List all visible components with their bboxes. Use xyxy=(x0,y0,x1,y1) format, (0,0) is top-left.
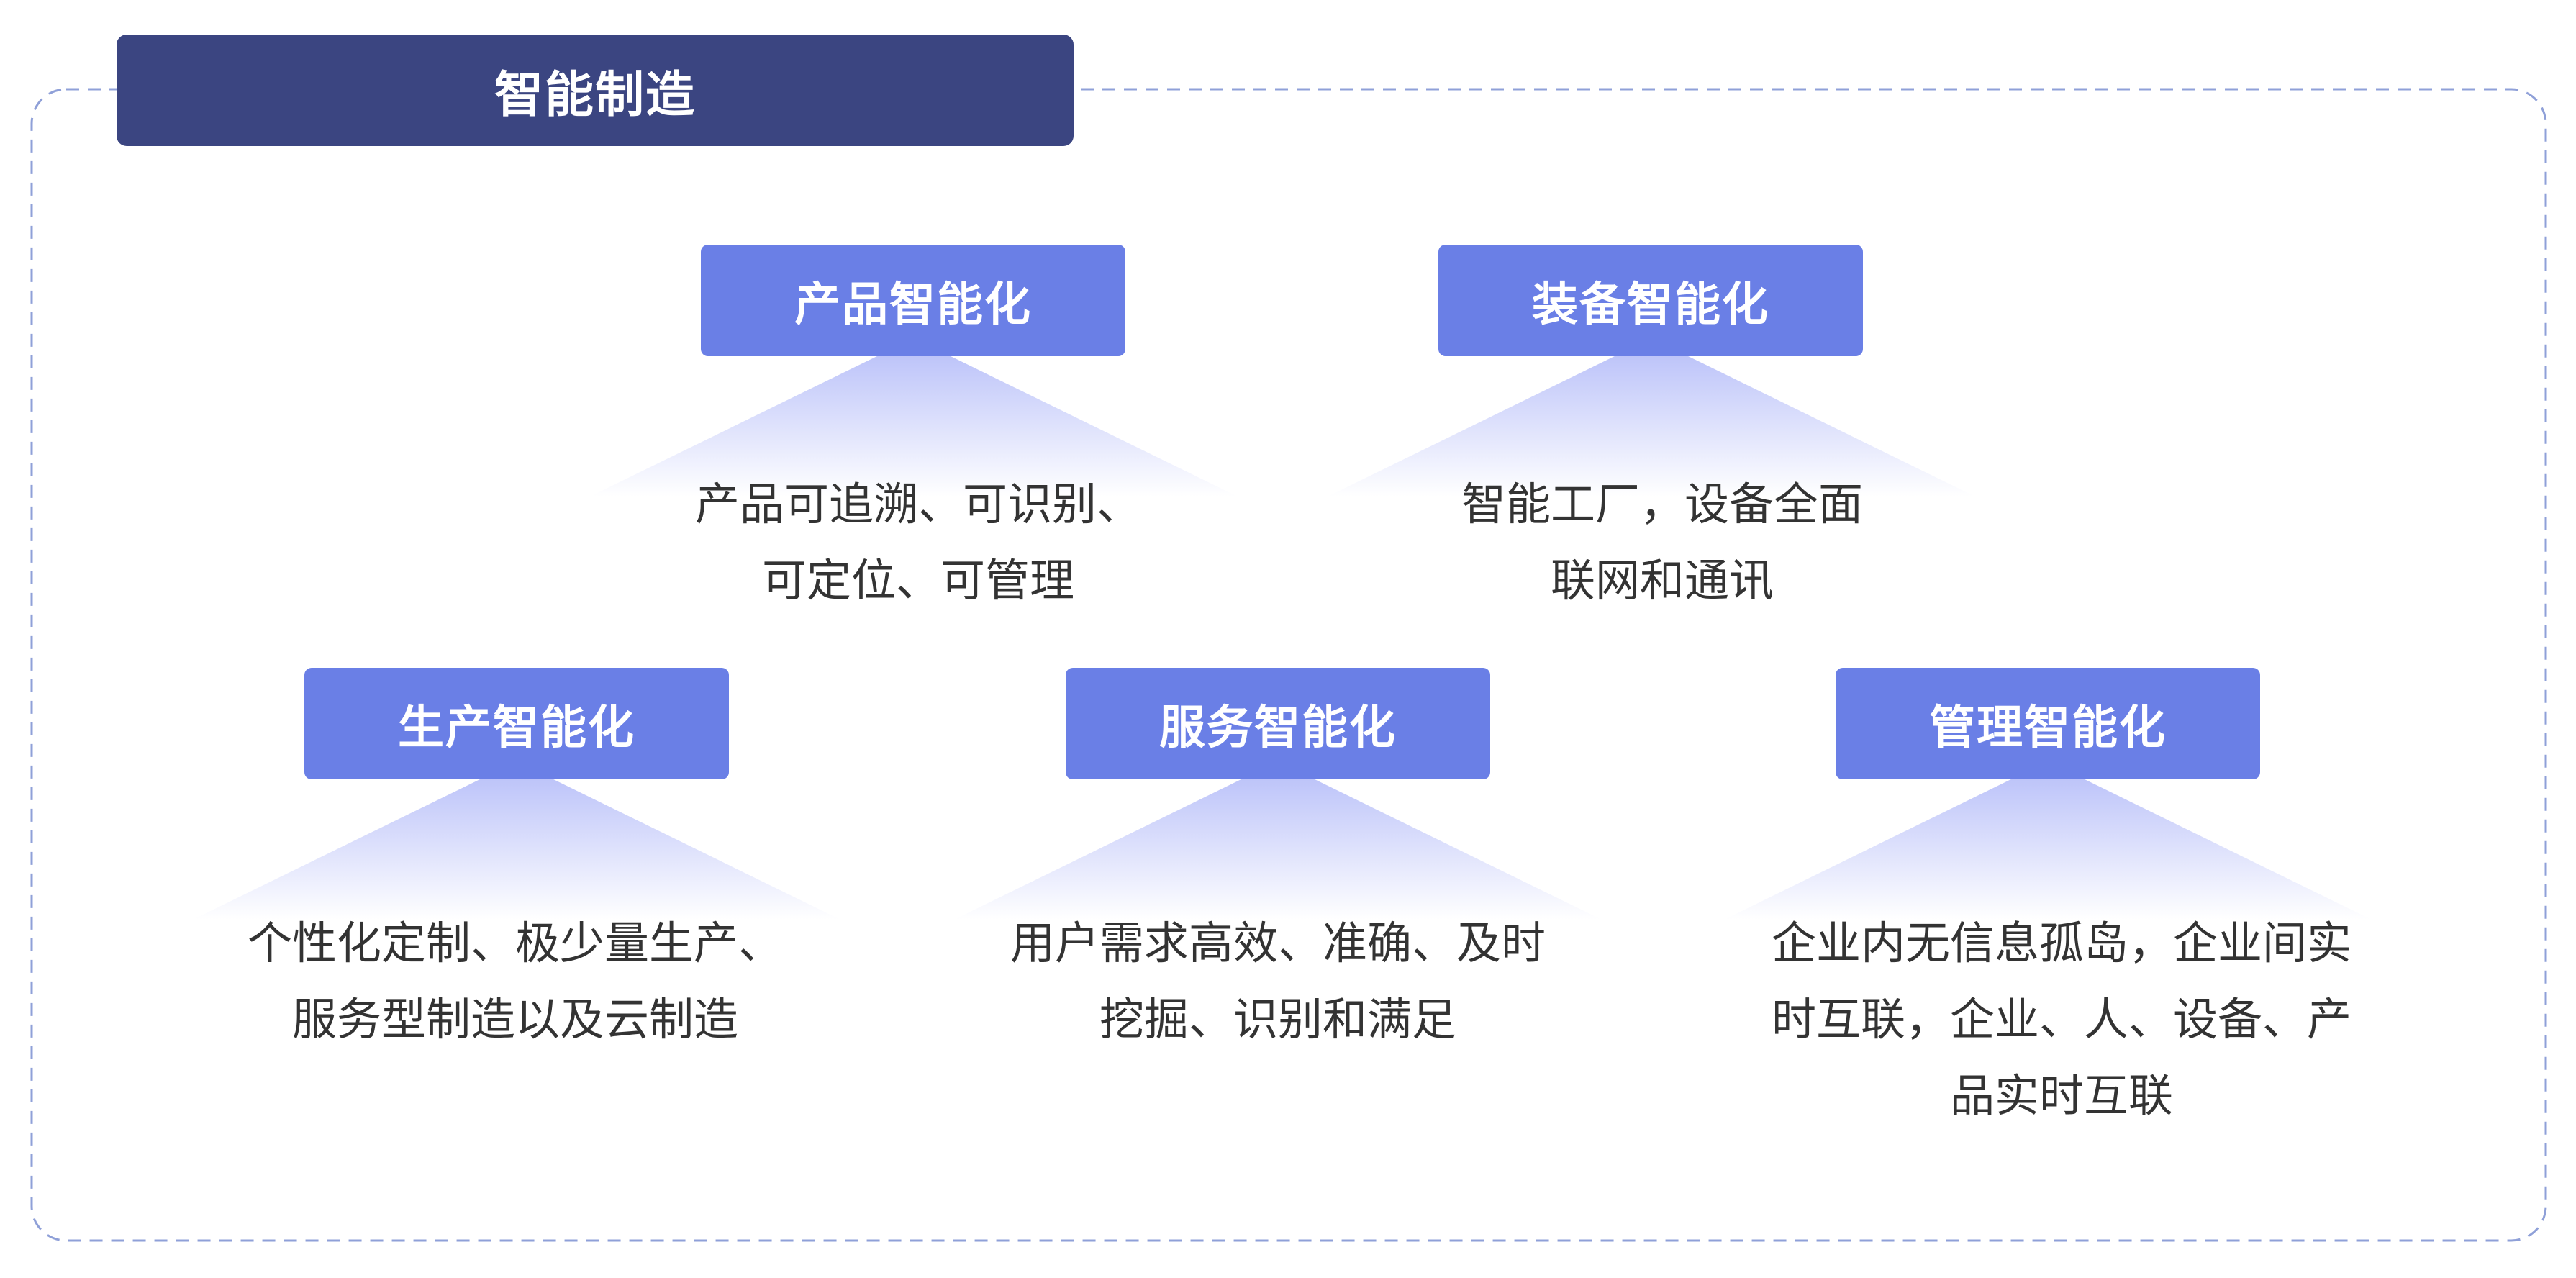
page-title: 智能制造 xyxy=(117,35,1074,146)
node-product: 产品智能化 xyxy=(701,245,1125,356)
glow-management xyxy=(1724,761,2372,920)
desc-line: 时互联，企业、人、设备、产 xyxy=(1771,993,2351,1046)
desc-line: 挖掘、识别和满足 xyxy=(1099,993,1456,1046)
desc-line: 产品可追溯、可识别、 xyxy=(694,478,1141,530)
node-management: 管理智能化 xyxy=(1836,668,2260,779)
desc-line: 用户需求高效、准确、及时 xyxy=(1010,917,1546,969)
desc-line: 服务型制造以及云制造 xyxy=(291,993,738,1046)
desc-line: 个性化定制、极少量生产、 xyxy=(247,917,783,969)
desc-line: 智能工厂，设备全面 xyxy=(1461,478,1863,530)
node-product-desc: 产品可追溯、可识别、 可定位、可管理 xyxy=(594,466,1242,619)
glow-product xyxy=(590,338,1238,497)
desc-line: 联网和通讯 xyxy=(1550,554,1774,607)
desc-line: 可定位、可管理 xyxy=(761,554,1074,607)
desc-line: 品实时互联 xyxy=(1949,1069,2173,1122)
node-production: 生产智能化 xyxy=(304,668,729,779)
node-production-desc: 个性化定制、极少量生产、 服务型制造以及云制造 xyxy=(191,905,839,1058)
desc-line: 企业内无信息孤岛，企业间实 xyxy=(1771,917,2351,969)
glow-equipment xyxy=(1328,338,1975,497)
node-equipment: 装备智能化 xyxy=(1438,245,1863,356)
node-service: 服务智能化 xyxy=(1066,668,1490,779)
node-equipment-desc: 智能工厂，设备全面 联网和通讯 xyxy=(1338,466,1986,619)
glow-service xyxy=(954,761,1602,920)
dashed-border xyxy=(30,88,2547,1242)
node-management-desc: 企业内无信息孤岛，企业间实 时互联，企业、人、设备、产 品实时互联 xyxy=(1738,905,2385,1134)
node-service-desc: 用户需求高效、准确、及时 挖掘、识别和满足 xyxy=(954,905,1602,1058)
glow-production xyxy=(193,761,840,920)
